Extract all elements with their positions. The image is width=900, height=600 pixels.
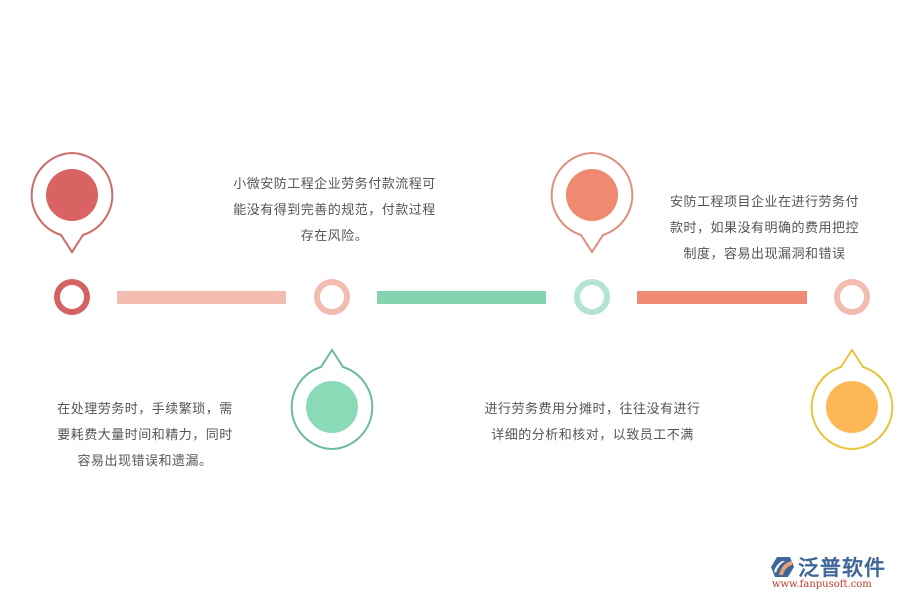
timeline-bar-1 <box>117 291 286 304</box>
note-3-line: 在处理劳务时，手续繁琐，需 <box>57 402 233 417</box>
brand-logo: 泛普软件 www.fanpusoft.com <box>768 552 896 596</box>
map-pin-icon-3 <box>550 151 634 254</box>
note-3: 在处理劳务时，手续繁琐，需 要耗费大量时间和精力，同时 容易出现错误和遗漏。 <box>40 397 250 475</box>
timeline-bar-3 <box>637 291 807 304</box>
note-3-line: 要耗费大量时间和精力，同时 <box>57 428 233 443</box>
note-2: 安防工程项目企业在进行劳务付 款时，如果没有明确的费用把控 制度，容易出现漏洞和… <box>652 190 877 268</box>
logo-url: www.fanpusoft.com <box>772 579 872 590</box>
map-pin-icon-1 <box>30 151 114 254</box>
fanpu-logo-icon <box>771 557 794 577</box>
note-4-line: 进行劳务费用分摊时，往往没有进行 <box>484 402 701 417</box>
note-1: 小微安防工程企业劳务付款流程可 能没有得到完善的规范，付款过程 存在风险。 <box>222 172 447 250</box>
note-1-line: 能没有得到完善的规范，付款过程 <box>233 203 436 218</box>
note-2-line: 安防工程项目企业在进行劳务付 <box>669 195 859 210</box>
note-2-line: 款时，如果没有明确的费用把控 <box>669 221 859 236</box>
note-1-line: 存在风险。 <box>300 229 369 244</box>
note-3-line: 容易出现错误和遗漏。 <box>77 454 213 469</box>
map-pin-icon-4 <box>810 348 894 451</box>
map-pin-icon-2 <box>290 348 374 451</box>
timeline-node-1 <box>54 279 90 315</box>
logo-name: 泛普软件 <box>798 556 886 580</box>
note-2-line: 制度，容易出现漏洞和错误 <box>683 247 846 262</box>
note-4: 进行劳务费用分摊时，往往没有进行 详细的分析和核对，以致员工不满 <box>465 397 720 449</box>
timeline-node-4 <box>834 279 870 315</box>
note-1-line: 小微安防工程企业劳务付款流程可 <box>233 177 436 192</box>
timeline-node-2 <box>314 279 350 315</box>
timeline-node-3 <box>574 279 610 315</box>
note-4-line: 详细的分析和核对，以致员工不满 <box>491 428 694 443</box>
timeline-bar-2 <box>377 291 546 304</box>
